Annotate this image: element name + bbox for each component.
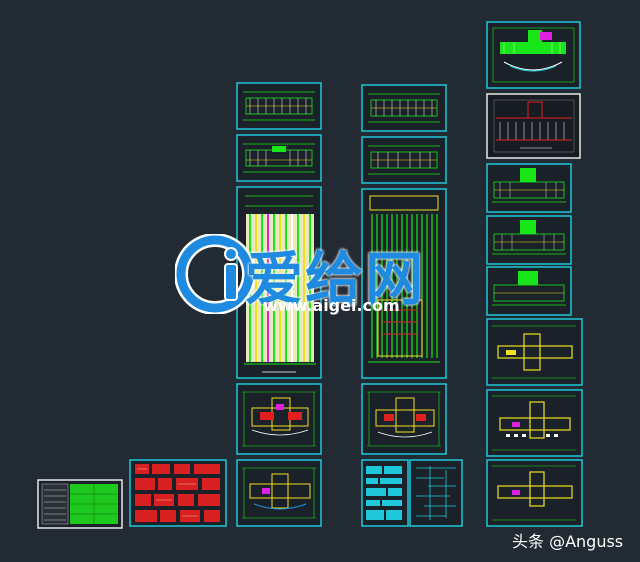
sheet-col2-details-wiring[interactable]: [409, 459, 463, 527]
sheet-col2-details-blue[interactable]: [361, 459, 409, 527]
sheet-red-details[interactable]: [129, 459, 227, 527]
sheet-col3-plan-2[interactable]: [486, 389, 583, 457]
sheet-col2-elevation-1[interactable]: [361, 84, 447, 132]
sheet-col1-section-tall[interactable]: [236, 186, 322, 379]
sheet-col1-plan-2[interactable]: [236, 459, 322, 527]
sheet-col2-plan-1[interactable]: [361, 383, 447, 455]
sheet-col3-elevation-2[interactable]: [486, 215, 572, 265]
sheet-col3-elevation-3[interactable]: [486, 266, 572, 316]
sheet-col3-site-plan[interactable]: [486, 21, 581, 89]
sheet-legend-green[interactable]: [37, 479, 123, 529]
sheet-col1-elevation-1[interactable]: [236, 82, 322, 130]
sheet-col3-section-white[interactable]: [486, 93, 581, 159]
sheet-col1-elevation-2[interactable]: [236, 134, 322, 182]
author-credit: 头条 @Anguss: [512, 532, 624, 551]
sheet-col1-plan-1[interactable]: [236, 383, 322, 455]
sheet-col3-elevation-1[interactable]: [486, 163, 572, 213]
sheet-col3-plan-3[interactable]: [486, 459, 583, 527]
sheet-col3-plan-1[interactable]: [486, 318, 583, 386]
sheet-col2-section-tall[interactable]: [361, 188, 447, 379]
sheet-col2-elevation-2[interactable]: [361, 136, 447, 184]
